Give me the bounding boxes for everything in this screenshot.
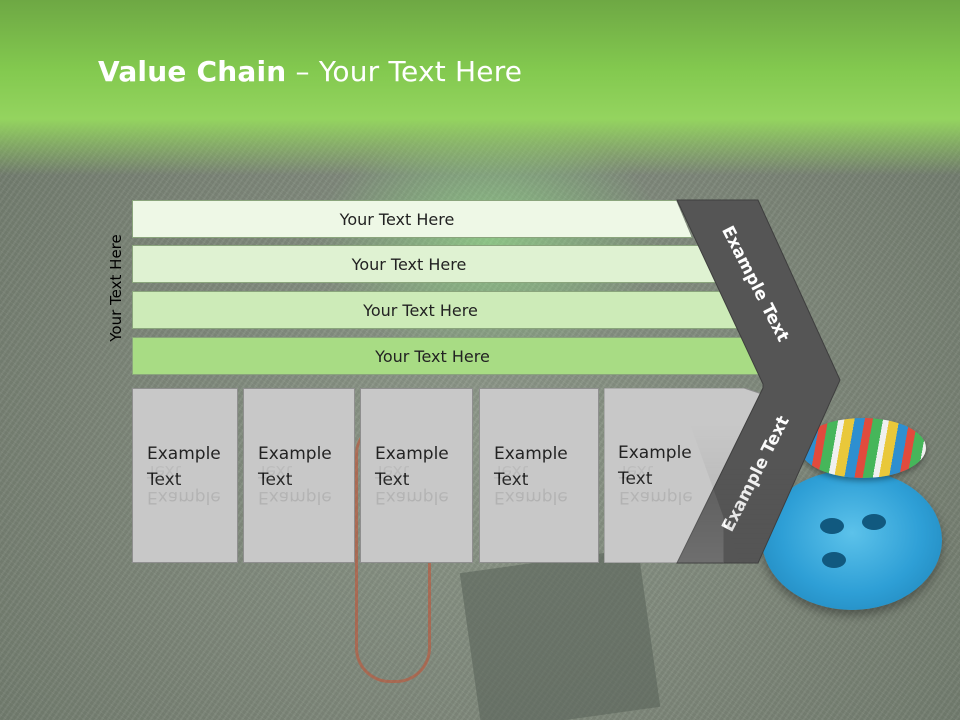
blue-button-photo	[762, 470, 942, 610]
support-bar-3: Your Text Here	[132, 291, 739, 329]
block-line: Example	[375, 444, 449, 464]
block-line: Text	[258, 470, 293, 490]
block-line: Text	[494, 470, 529, 490]
block-line: Example	[618, 443, 692, 463]
slide-title: Value Chain – Your Text Here	[98, 55, 522, 88]
title-bold: Value Chain	[98, 55, 287, 88]
block-line: Example	[494, 444, 568, 464]
bar-label: Your Text Here	[351, 254, 467, 274]
support-bar-4: Your Text Here	[132, 337, 763, 375]
bar-label: Your Text Here	[375, 346, 490, 366]
support-bar-1: Your Text Here	[132, 200, 692, 238]
support-bar-2: Your Text Here	[132, 245, 716, 283]
button-hole	[822, 552, 846, 568]
block-line: Example	[147, 444, 221, 464]
striped-button-photo	[800, 418, 926, 478]
chevron-shape	[676, 199, 841, 564]
bar-label: Your Text Here	[363, 300, 478, 320]
button-hole	[862, 514, 886, 530]
block-line: Text	[618, 469, 653, 489]
block-line: Text	[147, 470, 182, 490]
button-hole	[820, 518, 844, 534]
block-line: Text	[375, 470, 410, 490]
header-band	[0, 0, 960, 175]
title-rest: – Your Text Here	[286, 55, 523, 88]
bar-label: Your Text Here	[339, 209, 455, 229]
block-line: Example	[258, 444, 332, 464]
